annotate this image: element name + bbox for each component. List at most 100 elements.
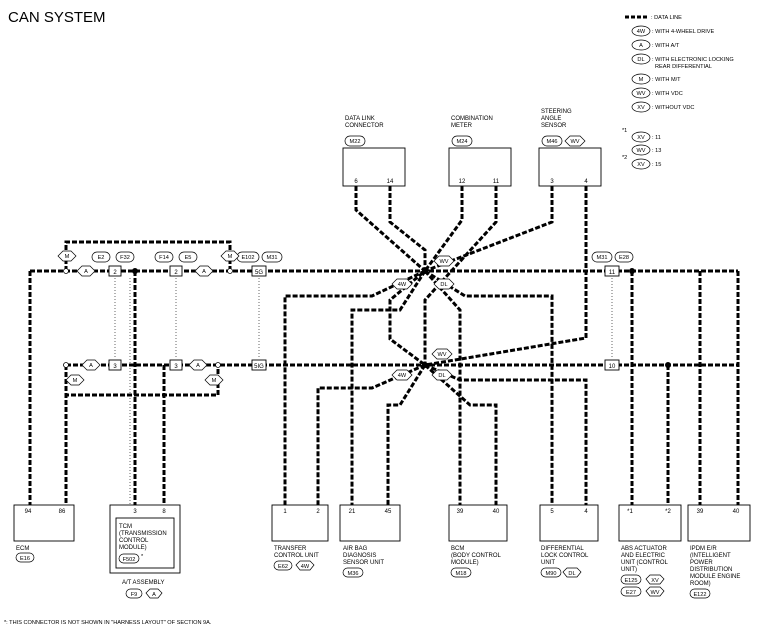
connector-pin: 5G — [255, 270, 263, 276]
svg-text:M: M — [65, 254, 70, 260]
connector-pin: 3 — [113, 364, 117, 370]
svg-text:REAR DIFFERENTIAL: REAR DIFFERENTIAL — [655, 64, 712, 70]
dlc-wire-14 — [388, 186, 427, 271]
svg-text:4W: 4W — [398, 282, 407, 288]
footnote: *: THIS CONNECTOR IS NOT SHOWN IN "HARNE… — [4, 620, 212, 626]
tag-a: A — [76, 265, 96, 277]
pin-label: 40 — [733, 509, 740, 515]
junction-open — [63, 362, 69, 368]
connector-label-e16: E16 — [20, 556, 30, 562]
svg-text:ECM: ECM — [16, 546, 29, 552]
connector-label-m18: M18 — [456, 571, 467, 577]
connector-label-m46: M46 — [547, 139, 558, 145]
splice-dot — [422, 268, 428, 274]
splice-dot — [132, 268, 138, 274]
junction-open — [227, 268, 233, 274]
svg-text:AIR BAG: AIR BAG — [343, 546, 368, 552]
connector-label-e5: E5 — [185, 255, 192, 261]
transfer-control-box — [271, 504, 329, 542]
tag-m: M — [65, 374, 85, 386]
connector-labels: E2 F32 F14 E5 E102 M31 M31 E28 — [91, 251, 634, 263]
connector-pin: 3 — [174, 364, 178, 370]
connector-label-e2: E2 — [98, 255, 105, 261]
splice-dot — [629, 268, 635, 274]
connector-label-f14: F14 — [159, 255, 169, 261]
legend-item-no-vdc: XV : WITHOUT VDC — [631, 101, 694, 113]
tag-xv: XV — [651, 578, 659, 584]
dlc-wire-6 — [354, 186, 428, 367]
pin-label: 14 — [387, 179, 394, 185]
connector-label-m24: M24 — [457, 139, 468, 145]
data-link-connector-box — [342, 147, 406, 187]
tag-a: A — [152, 592, 156, 598]
pin-label: 4 — [584, 509, 588, 515]
svg-text:A: A — [202, 269, 206, 275]
svg-text:A: A — [639, 43, 643, 49]
legend-item-4w: 4W : WITH 4-WHEEL DRIVE — [631, 25, 715, 37]
difflock-wire-4 — [424, 363, 588, 505]
svg-text:TRANSFER: TRANSFER — [274, 546, 307, 552]
svg-text:ANGLE: ANGLE — [541, 116, 561, 122]
svg-text:(TRANSMISSION: (TRANSMISSION — [119, 531, 167, 537]
tag-4w: 4W — [391, 278, 413, 290]
svg-text:CONTROL UNIT: CONTROL UNIT — [274, 553, 319, 559]
unit-transfer-control: 1 2 TRANSFER CONTROL UNIT E62 4W — [271, 504, 329, 571]
svg-text:: 13: : 13 — [652, 148, 661, 154]
svg-text:A: A — [84, 269, 88, 275]
legend-item-vdc: WV : WITH VDC — [631, 87, 683, 99]
unit-tcm: 3 8 TCM (TRANSMISSION CONTROL MODULE) F5… — [109, 504, 181, 599]
svg-text:SENSOR: SENSOR — [541, 123, 567, 129]
connector-label-f32: F32 — [120, 255, 130, 261]
svg-text:: 11: : 11 — [652, 135, 661, 141]
svg-text:(INTELLIGENT: (INTELLIGENT — [690, 553, 731, 559]
connector-label-f502: F502 — [123, 557, 136, 563]
connector-label-m90: M90 — [546, 571, 557, 577]
svg-text:A/T ASSEMBLY: A/T ASSEMBLY — [122, 580, 164, 586]
svg-text:DL: DL — [440, 282, 447, 288]
svg-text:UNIT: UNIT — [541, 560, 555, 566]
tag-m: M — [204, 374, 224, 386]
svg-text:STEERING: STEERING — [541, 109, 572, 115]
connector-label-e125: E125 — [624, 578, 637, 584]
airbag-wire-45 — [386, 364, 427, 505]
pin-label: 1 — [283, 509, 287, 515]
svg-text:IPDM E/R: IPDM E/R — [690, 546, 717, 552]
pin-label: 3 — [133, 509, 137, 515]
inline-connectors: 2 2 5G 11 3 3 5IG 10 — [108, 265, 620, 371]
legend-item-star1-xv: *1 XV : 11 — [622, 128, 661, 143]
unit-data-link-connector: DATA LINK CONNECTOR M22 6 14 — [342, 116, 406, 187]
svg-text:*1: *1 — [622, 128, 627, 134]
pin-label: 3 — [550, 179, 554, 185]
svg-text:DL: DL — [438, 373, 445, 379]
svg-text:CONNECTOR: CONNECTOR — [345, 123, 384, 129]
footnote-marker: * — [141, 554, 144, 560]
unit-abs-actuator: *1 *2 ABS ACTUATOR AND ELECTRIC UNIT (CO… — [618, 504, 682, 597]
unit-differential-lock: 5 4 DIFFERENTIAL LOCK CONTROL UNIT M90 D… — [539, 504, 599, 578]
tag-a: A — [81, 359, 101, 371]
bcm-wire-40 — [424, 363, 498, 505]
tag-wv: WV — [570, 139, 579, 145]
svg-text:DIFFERENTIAL: DIFFERENTIAL — [541, 546, 584, 552]
bcm-wire-39 — [423, 269, 462, 505]
svg-text:WV: WV — [636, 91, 645, 97]
tag-wv: WV — [431, 348, 453, 360]
svg-text:XV: XV — [637, 162, 645, 168]
pin-label: 5 — [550, 509, 554, 515]
svg-text:TCM: TCM — [119, 524, 132, 530]
page-title: CAN SYSTEM — [8, 9, 106, 26]
svg-text:DISTRIBUTION: DISTRIBUTION — [690, 567, 732, 573]
svg-text:: WITH VDC: : WITH VDC — [652, 91, 683, 97]
svg-text:XV: XV — [637, 135, 645, 141]
svg-text:M: M — [212, 378, 217, 384]
pin-label: 40 — [493, 509, 500, 515]
pin-label: 12 — [459, 179, 466, 185]
connector-label-e122: E122 — [693, 592, 706, 598]
svg-text:DIAGNOSIS: DIAGNOSIS — [343, 553, 376, 559]
legend-item-mt: M : WITH M/T — [631, 73, 681, 85]
ipdm-box — [687, 504, 751, 542]
pin-label: 6 — [354, 179, 358, 185]
svg-text:LOCK CONTROL: LOCK CONTROL — [541, 553, 589, 559]
svg-text:ROOM): ROOM) — [690, 581, 711, 587]
svg-text:WV: WV — [437, 352, 446, 358]
svg-text:XV: XV — [637, 105, 645, 111]
